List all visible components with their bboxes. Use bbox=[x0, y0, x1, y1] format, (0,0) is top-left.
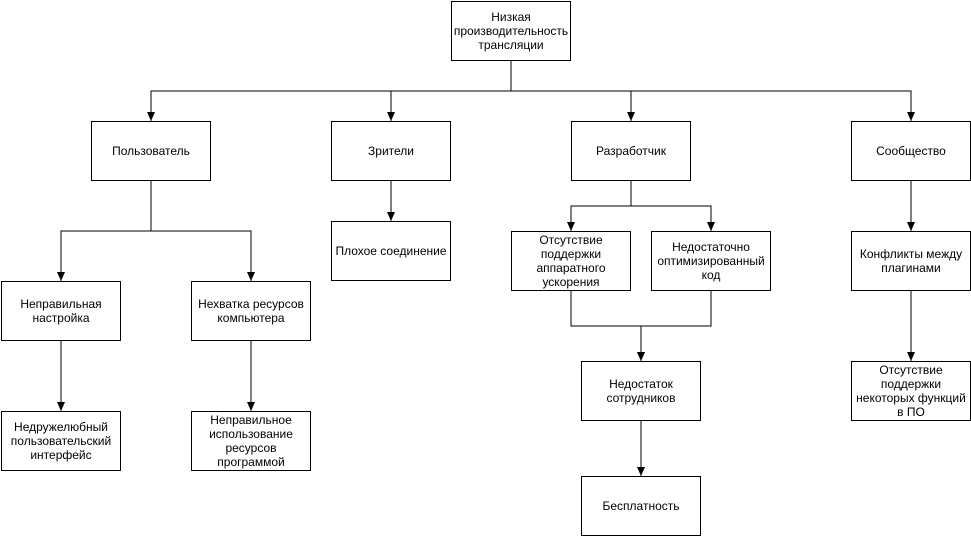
arrowhead-wrong_setup-4 bbox=[57, 272, 65, 281]
arrowhead-no_feature_support-15 bbox=[907, 352, 915, 361]
node-wrong-usage: Неправильное использование ресурсов прог… bbox=[191, 411, 311, 471]
arrowhead-bad_connection-8 bbox=[387, 212, 395, 221]
node-free: Бесплатность bbox=[581, 476, 701, 536]
node-lack-resources: Нехватка ресурсов компьютера bbox=[191, 281, 311, 341]
connector-user-wrong_setup bbox=[60, 181, 152, 281]
node-user: Пользователь bbox=[91, 121, 211, 181]
node-lack-staff: Недостаток сотрудников bbox=[581, 361, 701, 421]
arrowhead-no_hw_accel-9 bbox=[567, 222, 575, 231]
arrowhead-free-13 bbox=[637, 467, 645, 476]
connector-developer-poorly_optimized bbox=[630, 181, 712, 231]
arrowhead-user-0 bbox=[147, 112, 155, 121]
node-unfriendly-ui: Недружелюбный пользовательский интерфейс bbox=[1, 411, 121, 471]
arrowhead-viewers-1 bbox=[387, 112, 395, 121]
connector-user-lack_resources bbox=[150, 181, 252, 281]
connector-root-viewers bbox=[390, 61, 512, 121]
connector-poorly_optimized-lack_staff bbox=[640, 291, 712, 361]
arrowhead-poorly_optimized-10 bbox=[707, 222, 715, 231]
arrowhead-community-3 bbox=[907, 112, 915, 121]
connector-root-community bbox=[510, 61, 912, 121]
node-developer: Разработчик bbox=[571, 121, 691, 181]
connector-developer-no_hw_accel bbox=[570, 181, 632, 231]
node-bad-connection: Плохое соединение bbox=[331, 221, 451, 281]
arrowhead-unfriendly_ui-6 bbox=[57, 402, 65, 411]
node-viewers: Зрители bbox=[331, 121, 451, 181]
node-poorly-optimized: Недостаточно оптимизированный код bbox=[651, 231, 771, 291]
arrowhead-lack_staff-12 bbox=[637, 352, 645, 361]
node-no-feature-support: Отсутствие поддержки некоторых функций в… bbox=[851, 361, 971, 421]
connector-no_hw_accel-lack_staff bbox=[570, 291, 642, 361]
node-no-hw-accel: Отсутствие поддержки аппаратного ускорен… bbox=[511, 231, 631, 291]
arrowhead-plugin_conflicts-14 bbox=[907, 222, 915, 231]
arrowhead-lack_resources-5 bbox=[247, 272, 255, 281]
node-wrong-setup: Неправильная настройка bbox=[1, 281, 121, 341]
arrowhead-developer-2 bbox=[627, 112, 635, 121]
node-community: Сообщество bbox=[851, 121, 971, 181]
node-root: Низкая производительность трансляции bbox=[451, 1, 571, 61]
node-plugin-conflicts: Конфликты между плагинами bbox=[851, 231, 971, 291]
arrowhead-wrong_usage-7 bbox=[247, 402, 255, 411]
